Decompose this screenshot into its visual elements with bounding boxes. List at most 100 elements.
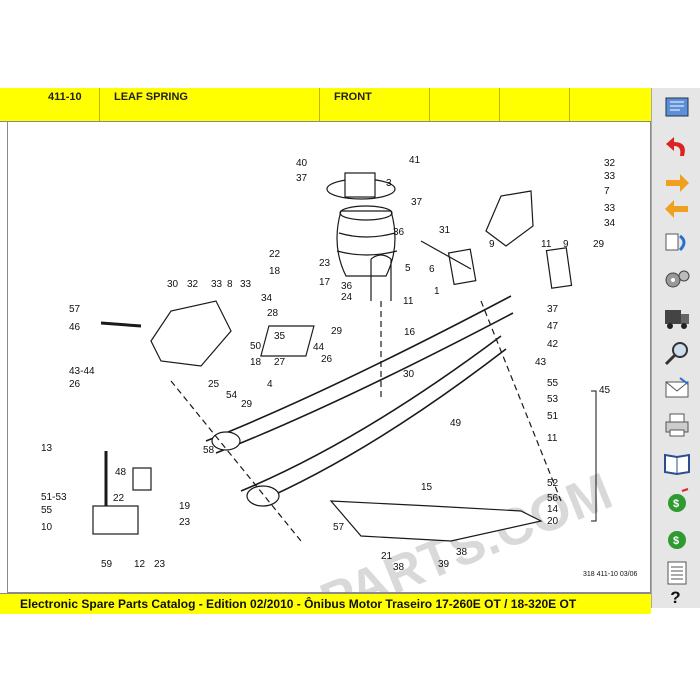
callout[interactable]: 33 (211, 279, 223, 290)
callout[interactable]: 29 (593, 239, 605, 250)
callout[interactable]: 42 (547, 339, 559, 350)
spring-hanger-bracket[interactable] (485, 190, 534, 247)
callout[interactable]: 21 (381, 551, 393, 562)
callout[interactable]: 57 (69, 304, 81, 315)
front-spring-bracket[interactable] (150, 300, 232, 367)
callout[interactable]: 23 (154, 559, 166, 570)
lower-clamp[interactable] (92, 505, 139, 535)
callout[interactable]: 30 (403, 369, 415, 380)
callout[interactable]: 8 (227, 279, 233, 290)
callout[interactable]: 13 (41, 443, 53, 454)
vehicle-button[interactable] (660, 300, 694, 334)
u-bolt[interactable] (370, 254, 392, 301)
callout[interactable]: 37 (296, 173, 308, 184)
callout[interactable]: 26 (321, 354, 333, 365)
callout[interactable]: 37 (547, 304, 559, 315)
callout[interactable]: 34 (261, 293, 273, 304)
callout[interactable]: 29 (241, 399, 253, 410)
callout[interactable]: 11 (403, 296, 414, 307)
callout[interactable]: 50 (250, 341, 262, 352)
leaf-spring-main[interactable] (205, 295, 512, 442)
copy-return-button[interactable] (660, 226, 694, 260)
callout[interactable]: 44 (313, 342, 325, 353)
forward-button[interactable] (660, 166, 694, 200)
callout[interactable]: 23 (179, 517, 191, 528)
callout[interactable]: 18 (250, 357, 262, 368)
search-button[interactable] (660, 336, 694, 370)
callout[interactable]: 47 (547, 321, 559, 332)
callout[interactable]: 48 (115, 467, 127, 478)
callout[interactable]: 25 (208, 379, 220, 390)
callout[interactable]: 55 (41, 505, 53, 516)
clamp-plate[interactable] (260, 325, 315, 357)
callout[interactable]: 32 (187, 279, 199, 290)
callout[interactable]: 26 (69, 379, 81, 390)
callout[interactable]: 6 (429, 264, 435, 275)
callout[interactable]: 20 (547, 516, 559, 527)
callout[interactable]: 43-44 (69, 366, 95, 377)
callout[interactable]: 5 (405, 263, 411, 274)
callout[interactable]: 19 (179, 501, 191, 512)
callout[interactable]: 9 (489, 239, 495, 250)
print-button[interactable] (660, 408, 694, 442)
callout[interactable]: 11 (541, 239, 552, 250)
callout[interactable]: 38 (393, 562, 405, 573)
callout[interactable]: 59 (101, 559, 113, 570)
callout[interactable]: 33 (604, 203, 616, 214)
callout[interactable]: 51 (547, 411, 559, 422)
callout[interactable]: 31 (439, 225, 451, 236)
callout[interactable]: 1 (434, 286, 440, 297)
callout[interactable]: 41 (409, 155, 421, 166)
callout[interactable]: 54 (226, 390, 238, 401)
bracket-bolt[interactable] (100, 321, 142, 328)
callout[interactable]: 33 (604, 171, 616, 182)
air-spring-bellow[interactable] (336, 210, 396, 277)
callout[interactable]: 22 (269, 249, 281, 260)
callout[interactable]: 43 (535, 357, 547, 368)
callout[interactable]: 24 (341, 292, 353, 303)
callout[interactable]: 38 (456, 547, 468, 558)
callout[interactable]: 12 (134, 559, 146, 570)
callout[interactable]: 37 (411, 197, 423, 208)
callout[interactable]: 39 (438, 559, 450, 570)
leaf-spring-second[interactable] (240, 335, 502, 492)
callout[interactable]: 52 (547, 478, 559, 489)
callout[interactable]: 4 (267, 379, 273, 390)
price-list-button[interactable]: $ (660, 520, 694, 554)
callout[interactable]: 14 (547, 504, 559, 515)
callout[interactable]: 16 (404, 327, 416, 338)
callout[interactable]: 3 (386, 178, 392, 189)
callout[interactable]: 18 (269, 266, 281, 277)
callout[interactable]: 53 (547, 394, 559, 405)
callout[interactable]: 22 (113, 493, 125, 504)
callout[interactable]: 45 (599, 385, 611, 396)
shackle-plate-right[interactable] (545, 247, 573, 289)
callout[interactable]: 11 (547, 433, 558, 444)
callout[interactable]: 36 (341, 281, 353, 292)
callout[interactable]: 27 (274, 357, 286, 368)
callout[interactable]: 46 (69, 322, 81, 333)
manual-button[interactable] (660, 446, 694, 480)
callout[interactable]: 40 (296, 158, 308, 169)
shackle-bolt[interactable] (420, 240, 472, 270)
callout[interactable]: 7 (604, 186, 610, 197)
callout[interactable]: 15 (421, 482, 433, 493)
email-button[interactable] (660, 372, 694, 406)
help-button[interactable]: ? (670, 588, 681, 607)
undo-button[interactable] (660, 130, 694, 164)
callout[interactable]: 58 (203, 445, 215, 456)
callout[interactable]: 28 (267, 308, 279, 319)
price-button[interactable]: $ (660, 483, 694, 517)
air-spring-bracket[interactable] (344, 172, 376, 198)
callout[interactable]: 36 (393, 227, 405, 238)
notes-button[interactable] (660, 556, 694, 590)
callout[interactable]: 35 (274, 331, 286, 342)
bushing-13[interactable] (132, 467, 152, 491)
callout[interactable]: 34 (604, 218, 616, 229)
callout[interactable]: 30 (167, 279, 179, 290)
callout[interactable]: 32 (604, 158, 616, 169)
callout[interactable]: 9 (563, 239, 569, 250)
callout[interactable]: 23 (319, 258, 331, 269)
callout[interactable]: 55 (547, 378, 559, 389)
settings-button[interactable] (660, 263, 694, 297)
